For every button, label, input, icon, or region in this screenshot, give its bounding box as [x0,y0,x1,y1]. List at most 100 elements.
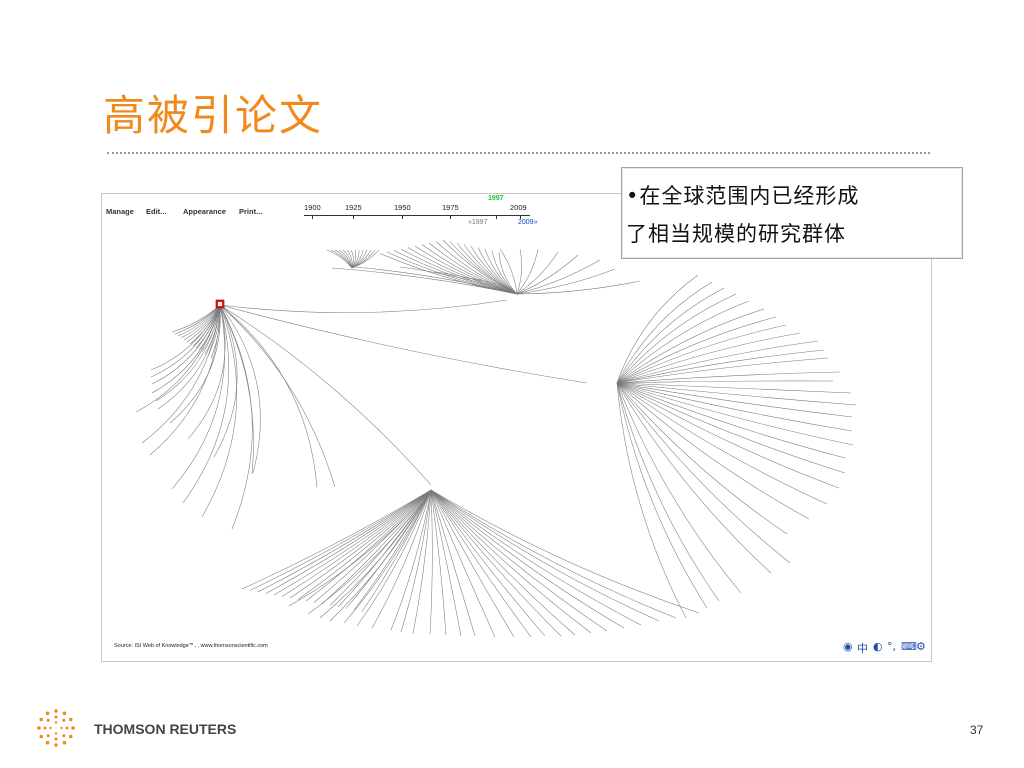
citation-edge [241,489,432,590]
citation-edge [430,489,546,637]
citation-edge [149,304,221,456]
citation-edge [210,304,221,359]
citation-edge [616,382,810,520]
citation-edge [616,382,720,602]
citation-edge [516,254,579,295]
viz-toolbar: Manage Edit... Appearance Print... 1900 … [102,194,931,228]
citation-edge [616,382,742,594]
citation-edge [183,304,221,341]
citation-edge [616,382,857,406]
citation-edge [616,308,765,384]
citation-edge [213,304,238,458]
print-menu[interactable]: Print... [239,207,263,216]
citation-edge [616,382,846,474]
citation-edge [195,304,221,349]
citation-edge [351,249,357,269]
citation-edge [516,280,641,295]
citation-edge [430,489,447,636]
citation-edge [151,304,221,385]
citation-edge [412,489,432,635]
citation-edge [616,382,852,394]
citation-edge [616,382,791,564]
thomson-reuters-logo [37,709,75,747]
citation-edge [616,382,846,459]
citation-edge [616,382,854,446]
timeline-label-1900: 1900 [304,203,321,212]
citation-edge [616,382,853,418]
citation-edge [356,489,432,627]
timeline-label-1950: 1950 [394,203,411,212]
globe-icon[interactable]: ◉ [843,640,853,653]
appearance-menu[interactable]: Appearance [183,207,226,216]
citation-edge [498,251,518,295]
gear-icon[interactable]: ⚙ [916,640,926,653]
citation-edge [177,304,221,337]
citation-edge [516,259,601,295]
keyboard-icon[interactable]: ⌨ [901,640,917,653]
citation-edge [516,248,522,295]
citation-edge [430,489,625,629]
citation-edge [430,489,496,638]
citation-edge [135,304,221,413]
chinese-char-icon[interactable]: 中 [857,642,868,655]
slide-title: 高被引论文 [103,91,324,140]
citation-edge [428,242,518,295]
citation-edge [484,248,518,295]
citation-edge [265,489,432,594]
citation-edge [342,249,353,269]
citation-edge [187,304,226,440]
citation-edge [169,304,221,424]
citation-edge [198,304,221,351]
manage-menu[interactable]: Manage [106,207,134,216]
citation-edge [350,249,354,269]
punctuation-icon[interactable]: °, [887,640,896,653]
citation-edge [351,249,380,269]
citation-edge [429,489,433,635]
citation-edge [219,304,254,475]
citation-edge [334,249,353,269]
citation-edge [499,248,518,295]
citation-edge [516,268,616,295]
citation-edge [207,304,221,357]
citation-edge [329,489,432,606]
citation-edge [616,382,687,619]
citation-edge [257,489,432,593]
citation-edge [343,489,432,624]
timeline-prev-button[interactable]: «1997 [468,219,488,226]
citation-network-graph[interactable] [102,194,931,661]
citation-edge [189,304,221,345]
citation-edge [430,489,660,622]
citation-edge [430,489,677,619]
timeline-tick [353,215,354,219]
citation-edge [249,489,432,591]
timeline-axis[interactable] [304,215,530,216]
citation-edge [616,293,737,384]
timeline-next-button[interactable]: 2009» [518,219,538,226]
citation-edge [616,281,713,384]
citation-edge [390,489,432,631]
callout-box: •在全球范围内已经形成 了相当规模的研究群体 [621,167,963,259]
citation-edge [326,249,353,269]
citation-edge [201,304,221,353]
citation-edge [616,287,725,384]
citation-edge [430,489,576,636]
citation-edge [345,489,432,609]
source-note: Source: ISI Web of Knowledge℠, , www.tho… [114,643,268,649]
citation-edge [351,249,360,269]
timeline-label-1975: 1975 [442,203,459,212]
citation-edge [289,489,432,599]
citation-edge [219,304,588,384]
citation-edge [330,249,353,269]
citation-edge [201,304,237,518]
citation-edge [219,304,336,488]
citation-edge [516,251,559,295]
citation-edge [219,304,261,474]
citation-edge [430,489,562,637]
citation-edge [616,349,825,384]
citation-edge [379,253,518,295]
moon-icon[interactable]: ◐ [873,640,883,653]
citation-edge [430,489,532,638]
citation-edge [393,250,518,295]
edit-menu[interactable]: Edit... [146,207,167,216]
citation-edge [407,247,518,295]
